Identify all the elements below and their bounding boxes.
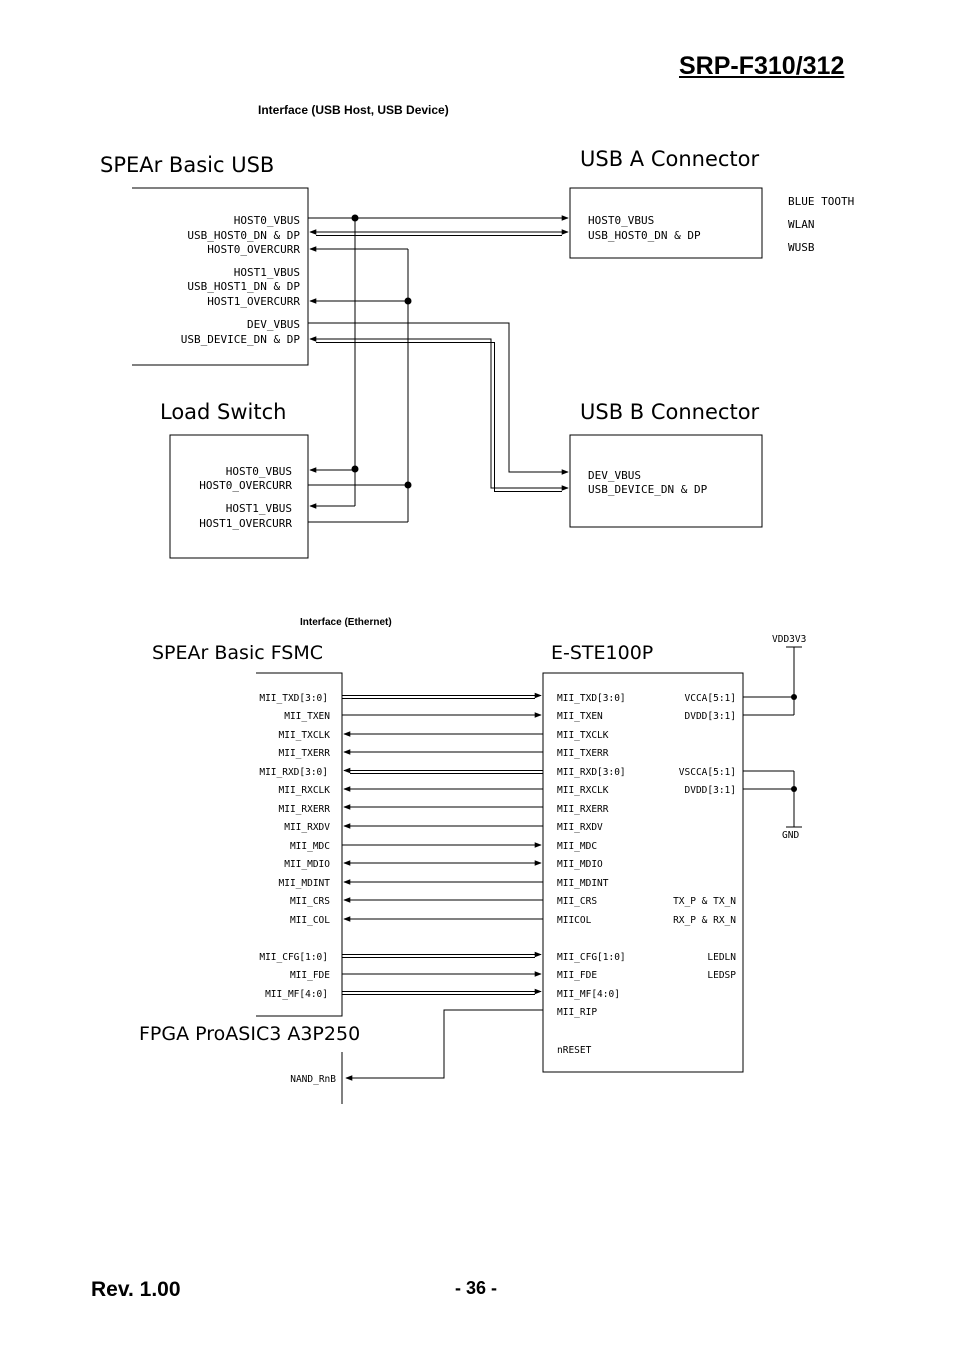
phy-right-pins: VCCA[5:1] DVDD[3:1] VSCCA[5:1] DVDD[3:1]… — [673, 693, 736, 981]
phy-pin: MII_CRS — [557, 896, 597, 907]
fsmc-signal: MII_CRS — [290, 896, 330, 907]
usb-a-device: WUSB — [788, 241, 815, 254]
fpga-title: FPGA ProASIC3 A3P250 — [139, 1023, 360, 1045]
fsmc-signal: MII_COL — [290, 915, 330, 926]
phy-title: E-STE100P — [551, 642, 653, 664]
load-switch-title: Load Switch — [160, 400, 286, 424]
usb-a-device: WLAN — [788, 218, 815, 231]
usb-section-title: Interface (USB Host, USB Device) — [258, 103, 449, 117]
fsmc-signal: MII_MDINT — [279, 878, 331, 889]
phy-pin: RX_P & RX_N — [673, 915, 736, 926]
fsmc-signal: MII_TXD[3:0] — [259, 693, 328, 704]
spear-usb-signal: USB_HOST1_DN & DP — [187, 280, 300, 293]
usb-a-title: USB A Connector — [580, 147, 760, 171]
phy-pin: MII_TXEN — [557, 711, 603, 722]
usb-a-block — [569, 187, 763, 259]
usb-b-signal: DEV_VBUS — [588, 469, 641, 482]
fsmc-signal: MII_RXCLK — [279, 785, 331, 796]
phy-pin: MII_MDIO — [557, 859, 603, 870]
ethernet-wiring — [342, 692, 543, 1081]
spear-usb-signal: DEV_VBUS — [247, 318, 300, 331]
fsmc-signal: MII_FDE — [290, 970, 330, 981]
phy-pin: LEDSP — [707, 970, 736, 981]
fsmc-signal: MII_TXEN — [284, 711, 330, 722]
fsmc-signal: MII_RXDV — [284, 822, 330, 833]
fsmc-signal: MII_RXD[3:0] — [259, 767, 328, 778]
load-switch-signal: HOST0_OVERCURR — [199, 479, 292, 492]
phy-pin: MII_RXERR — [557, 804, 609, 815]
phy-pin: MII_RXCLK — [557, 785, 609, 796]
spear-usb-signal: USB_DEVICE_DN & DP — [181, 333, 301, 346]
power-ground-wiring — [743, 646, 802, 828]
spear-usb-signal: HOST0_OVERCURR — [207, 243, 300, 256]
phy-pin: MII_RXDV — [557, 822, 603, 833]
fsmc-signal: MII_CFG[1:0] — [259, 952, 328, 963]
phy-pin: DVDD[3:1] — [685, 711, 736, 722]
phy-pin: VSCCA[5:1] — [679, 767, 736, 778]
spear-usb-title: SPEAr Basic USB — [100, 153, 274, 177]
usb-a-signal: HOST0_VBUS — [588, 214, 654, 227]
phy-pin: nRESET — [557, 1045, 592, 1056]
phy-pin: DVDD[3:1] — [685, 785, 736, 796]
phy-left-pins: MII_TXD[3:0] MII_TXEN MII_TXCLK MII_TXER… — [557, 693, 626, 1056]
page-number: - 36 - — [455, 1278, 498, 1298]
fpga-signal: NAND_RnB — [290, 1074, 336, 1085]
usb-b-block — [569, 434, 763, 528]
phy-pin: MII_RXD[3:0] — [557, 767, 626, 778]
usb-b-signal: USB_DEVICE_DN & DP — [588, 483, 708, 496]
usb-wiring — [308, 214, 569, 523]
ethernet-section-title: Interface (Ethernet) — [300, 617, 392, 628]
fsmc-signal: MII_MDC — [290, 841, 330, 852]
phy-pin: MII_MF[4:0] — [557, 989, 620, 1000]
fsmc-signal: MII_MDIO — [284, 859, 330, 870]
fsmc-signals: MII_TXD[3:0] MII_TXEN MII_TXCLK MII_TXER… — [259, 693, 330, 1000]
fsmc-signal: MII_RXERR — [279, 804, 331, 815]
load-switch-signal: HOST0_VBUS — [226, 465, 292, 478]
load-switch-block — [169, 434, 309, 559]
spear-usb-signal: HOST1_OVERCURR — [207, 295, 300, 308]
phy-pin: MII_TXERR — [557, 748, 609, 759]
phy-pin: MII_MDINT — [557, 878, 609, 889]
phy-pin: MIICOL — [557, 915, 592, 926]
phy-pin: MII_TXCLK — [557, 730, 609, 741]
phy-pin: MII_RIP — [557, 1007, 597, 1018]
phy-pin: VCCA[5:1] — [685, 693, 736, 704]
spear-usb-signal: HOST0_VBUS — [234, 214, 300, 227]
revision-label: Rev. 1.00 — [91, 1278, 181, 1301]
phy-block — [542, 672, 744, 1073]
phy-pin: MII_MDC — [557, 841, 597, 852]
fsmc-title: SPEAr Basic FSMC — [152, 642, 323, 664]
spear-usb-signal: USB_HOST0_DN & DP — [187, 229, 300, 242]
spear-usb-signals: HOST0_VBUS USB_HOST0_DN & DP HOST0_OVERC… — [181, 214, 301, 346]
spear-usb-signal: HOST1_VBUS — [234, 266, 300, 279]
phy-pin: MII_CFG[1:0] — [557, 952, 626, 963]
usb-a-device: BLUE TOOTH — [788, 195, 854, 208]
ground-label: GND — [782, 830, 799, 841]
phy-pin: MII_TXD[3:0] — [557, 693, 626, 704]
fsmc-signal: MII_TXERR — [279, 748, 331, 759]
load-switch-signal: HOST1_OVERCURR — [199, 517, 292, 530]
phy-pin: LEDLN — [707, 952, 736, 963]
load-switch-signal: HOST1_VBUS — [226, 502, 292, 515]
phy-pin: TX_P & TX_N — [673, 896, 736, 907]
usb-a-signal: USB_HOST0_DN & DP — [588, 229, 701, 242]
spear-usb-block — [132, 187, 309, 366]
document-title: SRP-F310/312 — [679, 52, 845, 80]
fsmc-signal: MII_TXCLK — [279, 730, 331, 741]
power-label: VDD3V3 — [772, 634, 806, 645]
phy-pin: MII_FDE — [557, 970, 597, 981]
fsmc-signal: MII_MF[4:0] — [265, 989, 328, 1000]
usb-b-title: USB B Connector — [580, 400, 760, 424]
